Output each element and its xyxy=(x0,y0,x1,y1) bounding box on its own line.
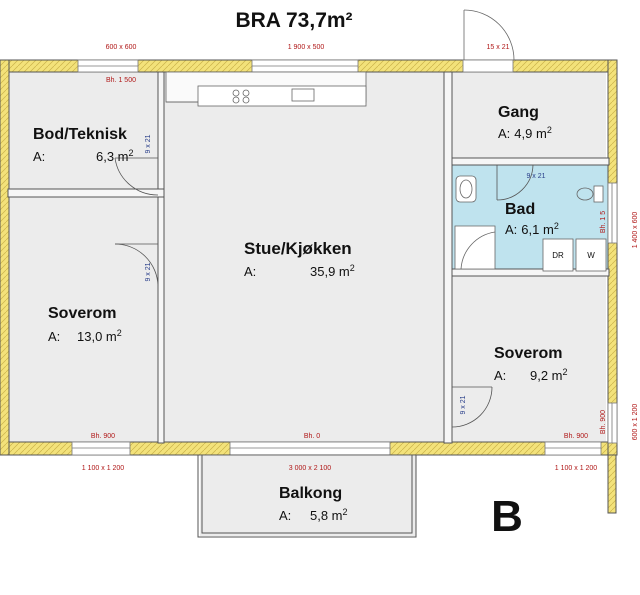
room-area-gang: A:4,9 m2 xyxy=(498,125,552,141)
room-area-label-soverom-2: A: xyxy=(494,368,506,383)
room-area-stue: 35,9 m2 xyxy=(310,263,355,279)
washer-label: W xyxy=(587,251,595,260)
room-name-balkong: Balkong xyxy=(279,485,342,502)
room-area-bad: A:6,1 m2 xyxy=(505,221,559,237)
dim-window-top-mid: 1 900 x 500 xyxy=(288,44,325,51)
room-name-stue: Stue/Kjøkken xyxy=(244,239,352,258)
room-name-soverom-1: Soverom xyxy=(48,305,116,322)
balcony xyxy=(197,454,417,538)
room-name-gang: Gang xyxy=(498,104,539,121)
interior-doors xyxy=(114,157,534,428)
dim-door-bad: 9 x 21 xyxy=(526,173,545,180)
kitchen-counter xyxy=(165,71,367,107)
room-name-bod: Bod/Teknisk xyxy=(33,126,127,143)
dim-bh-900-vert: Bh. 900 xyxy=(600,410,607,434)
room-area-label-stue: A: xyxy=(244,264,256,279)
dim-window-top-left: 600 x 600 xyxy=(106,44,137,51)
dim-door-bod: 9 x 21 xyxy=(145,134,152,153)
entry-door xyxy=(463,9,515,61)
dim-bh-0: Bh. 0 xyxy=(304,433,320,440)
dim-bh-900-left: Bh. 900 xyxy=(91,433,115,440)
dim-bh-1500: Bh. 1 500 xyxy=(106,77,136,84)
room-area-label-bod: A: xyxy=(33,149,45,164)
room-area-soverom-1: 13,0 m2 xyxy=(77,328,122,344)
dim-bh-900-right: Bh. 900 xyxy=(564,433,588,440)
dim-window-bottom-right: 1 100 x 1 200 xyxy=(555,465,598,472)
room-area-label-soverom-1: A: xyxy=(48,329,60,344)
dimension-labels: 600 x 600 1 900 x 500 15 x 21 Bh. 1 500 … xyxy=(82,44,639,472)
bath-fixtures xyxy=(454,175,607,272)
interior-walls xyxy=(7,71,610,444)
openings xyxy=(71,59,618,456)
room-labels: Bod/Teknisk A: 6,3 m2 Gang A:4,9 m2 Bad … xyxy=(33,104,568,523)
dim-bh-15-vert: Bh. 1 5 xyxy=(600,211,607,233)
dryer-label: DR xyxy=(552,251,564,260)
dim-door-entry: 15 x 21 xyxy=(487,44,510,51)
dim-door-soverom-1: 9 x 21 xyxy=(145,262,152,281)
building-letter: B xyxy=(491,492,523,541)
plan-title: BRA 73,7m² xyxy=(235,9,352,32)
room-area-label-balkong: A: xyxy=(279,508,291,523)
room-name-bad: Bad xyxy=(505,201,535,218)
dim-window-right: 1 400 x 600 xyxy=(632,212,639,249)
floor-areas xyxy=(8,72,609,536)
room-name-soverom-2: Soverom xyxy=(494,345,562,362)
room-area-balkong: 5,8 m2 xyxy=(310,507,348,523)
dim-window-right-low: 600 x 1 200 xyxy=(632,404,639,441)
dim-door-soverom-2: 9 x 21 xyxy=(460,395,467,414)
room-area-bod: 6,3 m2 xyxy=(96,148,134,164)
room-area-soverom-2: 9,2 m2 xyxy=(530,367,568,383)
dim-window-bottom-left: 1 100 x 1 200 xyxy=(82,465,125,472)
dim-door-balcony: 3 000 x 2 100 xyxy=(289,465,332,472)
balcony-floor xyxy=(200,456,416,536)
